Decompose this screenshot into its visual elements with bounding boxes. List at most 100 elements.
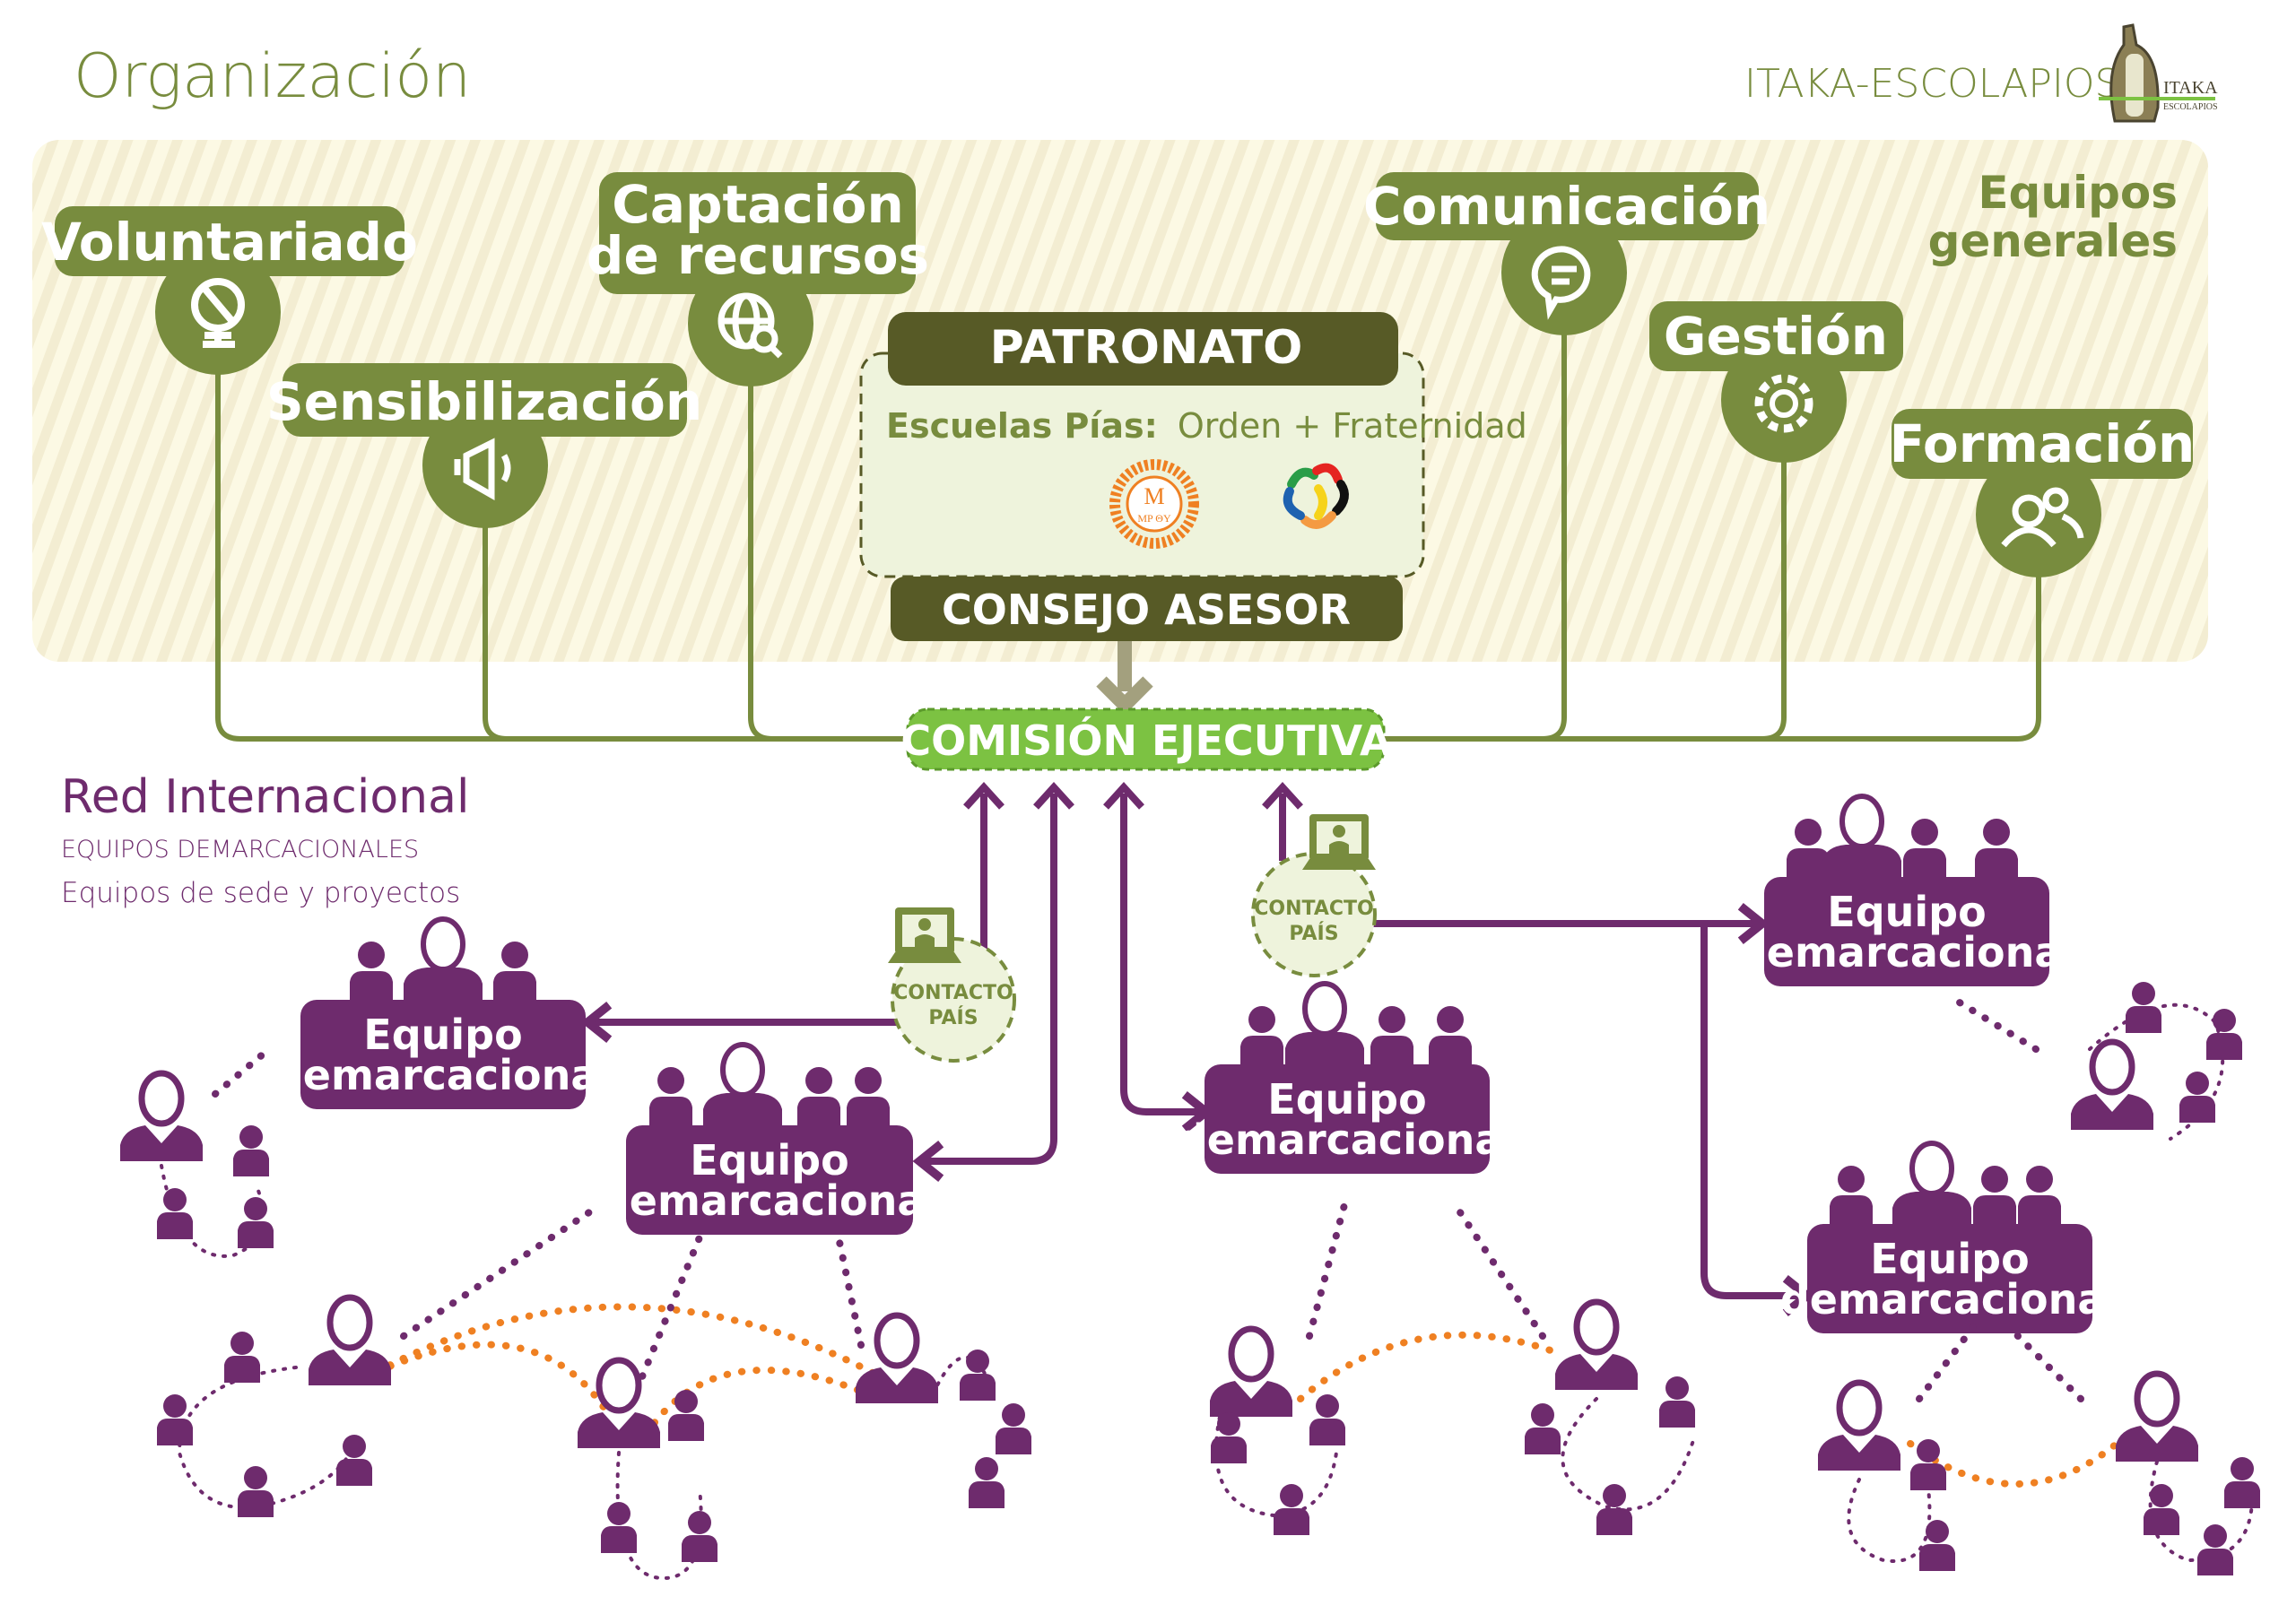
person-icon [578,1357,660,1448]
red-internacional-subtitle-2: Equipos de sede y proyectos [61,877,460,909]
dotted-arrow [212,1046,273,1098]
team-member-icon [1787,819,1830,877]
person-icon [996,1403,1031,1454]
person-icon [309,1294,391,1385]
team-member-icon [847,1067,890,1125]
equipo-label-1: Equipo [1827,888,1986,936]
equipo-label-2: demarcacional [600,1176,939,1225]
contacto-pais-right-label-1: CONTACTO [1254,898,1373,920]
escuelas-pias-value: Orden + Fraternidad [1178,406,1527,446]
team-member-icon [493,942,536,1000]
equipo-label-1: Equipo [1870,1235,2029,1283]
person-icon [1309,1394,1345,1445]
team-captacion[interactable]: Captación de recursos [587,172,929,386]
orange-link [1297,1331,1564,1402]
equipos-demarcacionales: EquipodemarcacionalEquipodemarcacionalEq… [274,794,2119,1333]
team-voluntariado-label: Voluntariado [41,212,418,273]
orden-logo-icon: M MP ΘY [1109,459,1199,549]
team-member-icon [1892,1141,1971,1224]
comision-ejecutiva[interactable]: COMISIÓN EJECUTIVA [900,707,1392,771]
person-icon [2071,1038,2153,1130]
team-voluntariado[interactable]: Voluntariado [41,206,418,375]
equipo-label-2: demarcacional [1178,1115,1517,1164]
escuelas-pias-text: Escuelas Pías: Orden + Fraternidad [886,406,1527,446]
red-internacional-title: Red Internacional [61,770,469,824]
person-icon [856,1312,938,1403]
team-member-icon [2018,1166,2061,1224]
orange-link [373,1303,891,1384]
equipo-label-2: demarcacional [1780,1275,2119,1324]
person-icon [2116,1370,2198,1462]
team-sensibilizacion[interactable]: Sensibilización [266,363,702,528]
person-icon [238,1466,274,1517]
person-icon [668,1390,704,1441]
team-member-icon [1973,1166,2016,1224]
person-icon [157,1188,193,1239]
equipo-label-1: Equipo [690,1136,848,1185]
person-icon [238,1197,274,1248]
orden-logo-text: MP ΘY [1137,512,1171,525]
person-icon [120,1070,203,1161]
person-icon [1525,1403,1561,1454]
person-icon [2197,1524,2233,1575]
team-formacion-label: Formación [1890,413,2196,474]
local-loop [177,1366,361,1510]
contacto-pais-right[interactable]: CONTACTO PAÍS [1251,814,1377,977]
dotted-arrow [835,1234,865,1349]
team-gestion[interactable]: Gestión [1649,301,1903,463]
dotted-arrow [1916,1324,1977,1402]
person-icon [224,1332,260,1383]
consejo-asesor-label: CONSEJO ASESOR [942,586,1351,634]
team-comunicacion[interactable]: Comunicación [1363,172,1770,335]
dotted-arrow [633,1234,703,1393]
team-captacion-label-2: de recursos [587,225,929,286]
team-formacion[interactable]: Formación [1890,409,2196,577]
dotted-arrow [1306,1198,1349,1340]
team-member-icon [1975,819,2018,877]
escuelas-pias-label: Escuelas Pías: [886,406,1158,446]
person-icon [1910,1439,1946,1490]
dotted-arrow [1952,996,2039,1053]
equipo-label-1: Equipo [363,1011,522,1059]
person-icon [2224,1457,2260,1508]
person-icon [2144,1484,2179,1535]
equipo-label-2: demarcacional [1737,928,2076,976]
contacto-pais-left[interactable]: CONTACTO PAÍS [888,907,1016,1063]
team-member-icon [649,1067,692,1125]
dotted-arrow [400,1207,596,1340]
logo-line2: ESCOLAPIOS [2163,102,2218,112]
team-member-icon [1830,1166,1873,1224]
team-member-icon [797,1067,840,1125]
dotted-arrow [1449,1198,1546,1340]
person-icon [969,1457,1004,1508]
comision-ejecutiva-label: COMISIÓN EJECUTIVA [900,716,1392,765]
itaka-logo: ITAKA ESCOLAPIOS [2099,23,2218,123]
contacto-pais-left-label-1: CONTACTO [893,982,1013,1004]
local-loop [1847,1478,1932,1563]
person-icon [960,1350,996,1401]
svg-text:M: M [1144,483,1164,509]
local-loop [2148,1460,2255,1563]
team-member-icon [1240,1006,1283,1064]
green-connectors [215,318,2041,742]
video-call-icon [888,907,961,963]
person-icon [1274,1484,1309,1535]
users-icon [2001,487,2084,548]
team-member-icon [703,1042,782,1125]
gear-icon [1754,374,1813,433]
team-member-icon [1370,1006,1413,1064]
local-networks [120,982,2260,1581]
equipos-generales-label-2: generales [1928,215,2178,267]
person-icon [157,1394,193,1445]
team-member-icon [1285,981,1364,1064]
megaphone-icon [454,438,511,501]
consejo-to-comision-arrow [1096,641,1153,716]
web-search-icon [718,292,783,359]
patronato-block[interactable]: PATRONATO Escuelas Pías: Orden + Fratern… [859,312,1527,641]
